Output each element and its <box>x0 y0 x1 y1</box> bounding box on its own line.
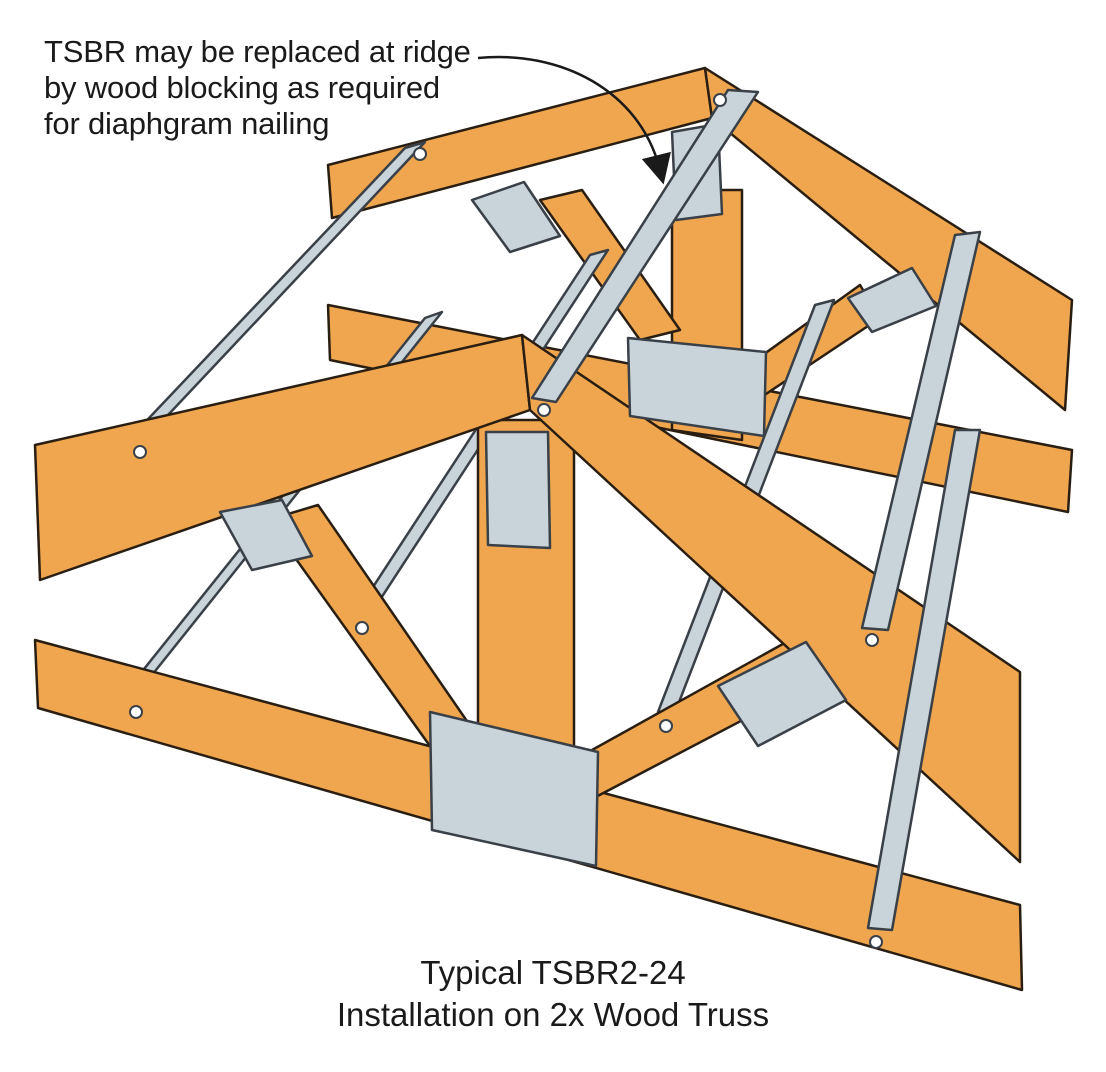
back-gusset-plate-right <box>846 266 938 334</box>
caption-line-2: Installation on 2x Wood Truss <box>336 996 770 1033</box>
back-gusset-plate-left <box>470 180 562 254</box>
callout-line-1: TSBR may be replaced at ridge <box>44 34 471 69</box>
callout-note: TSBR may be replaced at ridge by wood bl… <box>44 34 471 142</box>
caption-line-1: Typical TSBR2-24 <box>420 954 686 991</box>
brace-ridge <box>530 88 760 404</box>
back-top-chord-right <box>703 66 1074 412</box>
brace-right-upper <box>860 230 982 632</box>
figure-caption: Typical TSBR2-24 Installation on 2x Wood… <box>0 952 1106 1036</box>
brace-right-lower <box>866 428 982 932</box>
front-truss <box>33 333 1024 992</box>
front-gusset-plate-peak <box>484 430 552 550</box>
front-braces <box>530 88 982 932</box>
callout-line-2: by wood blocking as required <box>44 70 440 105</box>
front-gusset-plate-right <box>716 640 848 748</box>
front-top-chord-right <box>520 333 1022 864</box>
front-gusset-plate-bottom <box>428 710 600 868</box>
arrow-icon <box>477 55 671 185</box>
callout-line-3: for diaphgram nailing <box>44 106 330 141</box>
front-gusset-plate-center <box>626 336 768 438</box>
brace-fastener-holes <box>129 93 883 949</box>
front-gusset-plate-left <box>218 498 314 572</box>
